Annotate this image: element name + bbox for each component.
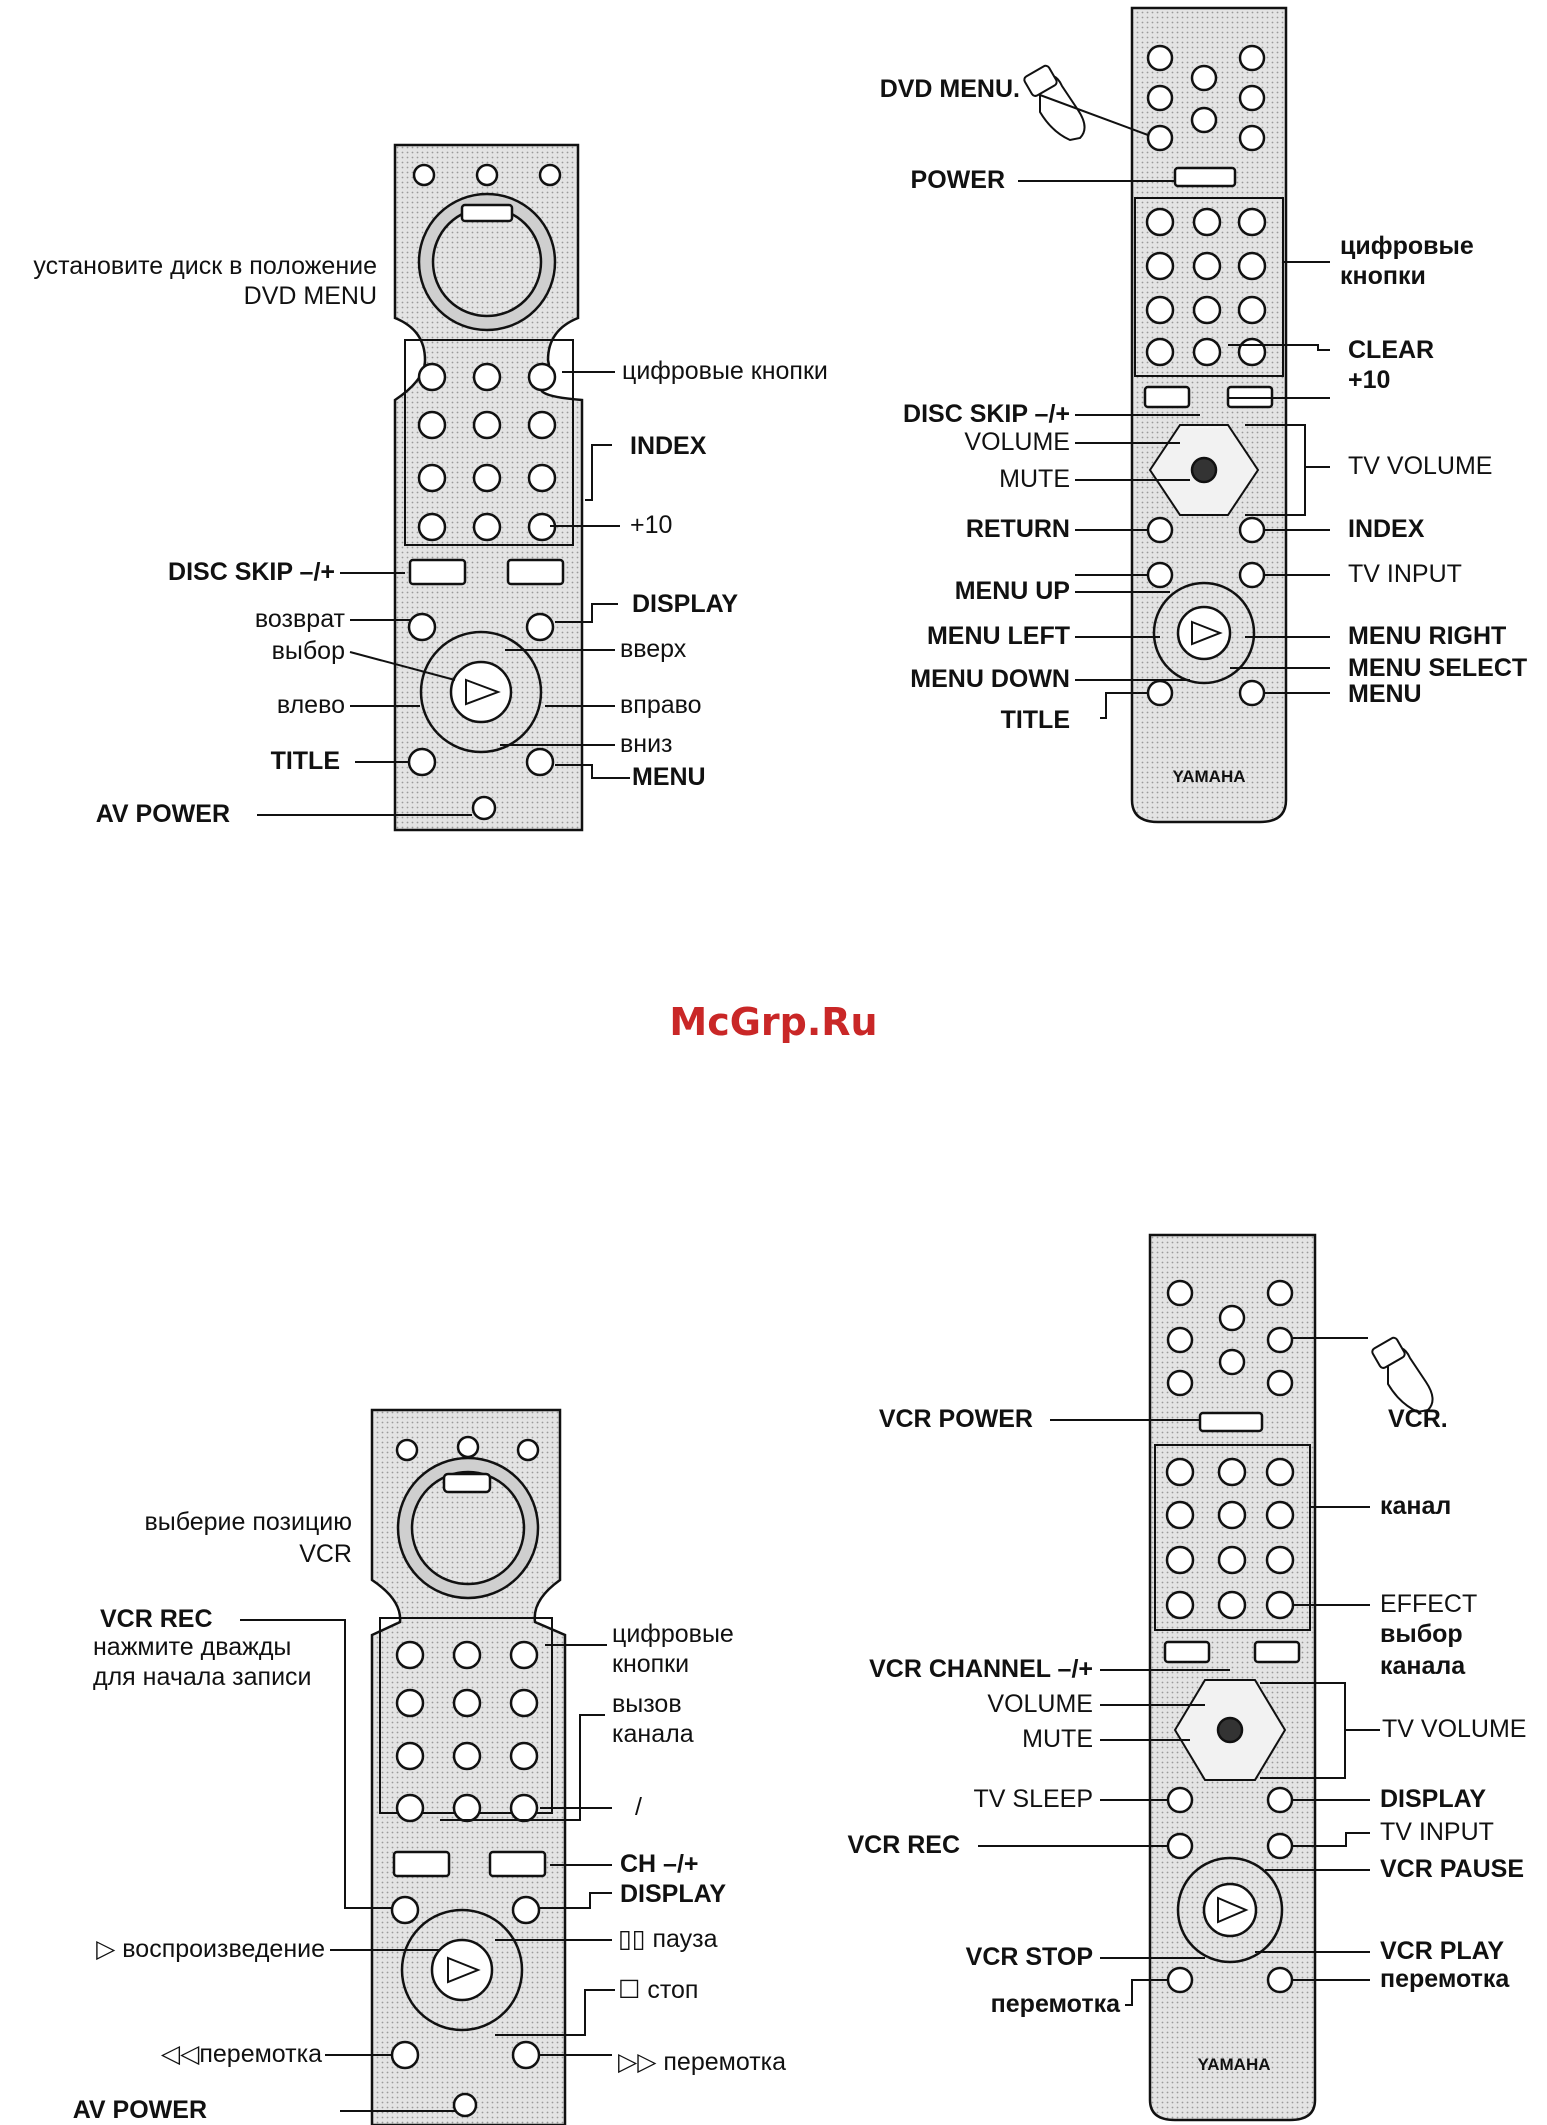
right-label: вправо [620, 691, 702, 719]
stop-label: ☐ стоп [618, 1976, 699, 2004]
menu-down-label: MENU DOWN [910, 665, 1070, 693]
av-power-label: AV POWER [95, 800, 230, 828]
tv-input-label: TV INPUT [1348, 560, 1462, 588]
tv-volume-label: TV VOLUME [1382, 1715, 1527, 1743]
volume-label: VOLUME [964, 428, 1070, 456]
vcr-rec-label: VCR REC [847, 1831, 960, 1859]
power-label: POWER [910, 166, 1005, 194]
clear-label: CLEAR [1348, 336, 1435, 364]
tv-sleep-label: TV SLEEP [973, 1785, 1094, 1813]
display-label: DISPLAY [1380, 1785, 1487, 1813]
channel-call-line2: канала [612, 1720, 694, 1748]
title-label: TITLE [1000, 706, 1070, 734]
return-label: RETURN [965, 515, 1070, 543]
disc-skip-label: DISC SKIP –/+ [903, 400, 1070, 428]
down-label: вниз [620, 730, 673, 758]
brand-logo: YAMAHA [1172, 767, 1245, 786]
effect-label: EFFECT [1380, 1590, 1478, 1618]
remote-1 [393, 143, 584, 832]
numeric-buttons-line2: кнопки [1340, 262, 1426, 290]
menu-label: MENU [1348, 680, 1422, 708]
numeric-buttons-line1: цифровые [1340, 232, 1474, 260]
rewind-label: ◁◁перемотка [160, 2040, 322, 2068]
vcr-rec-label: VCR REC [100, 1605, 213, 1633]
ffwd-label: ▷▷ перемотка [618, 2048, 787, 2076]
menu-select-label: MENU SELECT [1348, 654, 1528, 682]
vcr-label: VCR. [1388, 1405, 1448, 1433]
mute-label: MUTE [999, 465, 1070, 493]
hand-pointer-icon [1023, 64, 1086, 142]
av-power-label: AV POWER [72, 2096, 207, 2124]
dvd-menu-label: DVD MENU. [879, 75, 1020, 103]
return-label: возврат [254, 605, 345, 633]
disc-instruction-line1: установите диск в положение [33, 252, 377, 280]
select-instruction-line1: выберие позицию [144, 1508, 352, 1536]
index-label: INDEX [1348, 515, 1425, 543]
tv-volume-label: TV VOLUME [1348, 452, 1493, 480]
select-label: выбор [271, 637, 345, 665]
vcr-power-label: VCR POWER [878, 1405, 1033, 1433]
vcr-stop-label: VCR STOP [965, 1943, 1093, 1971]
display-label: DISPLAY [620, 1880, 727, 1908]
left-label: влево [276, 691, 345, 719]
leader-lines [240, 94, 1380, 2112]
numeric-buttons-line1: цифровые [612, 1620, 734, 1648]
tv-input-label: TV INPUT [1380, 1818, 1494, 1846]
menu-right-label: MENU RIGHT [1348, 622, 1507, 650]
index-label: INDEX [630, 432, 707, 460]
remote-3 [370, 1408, 567, 2125]
menu-up-label: MENU UP [954, 577, 1070, 605]
watermark: McGrp.Ru [669, 1000, 878, 1044]
up-label: вверх [620, 635, 687, 663]
brand-logo: YAMAHA [1197, 2055, 1270, 2074]
play-label: ▷ воспроизведение [96, 1935, 325, 1963]
remote-4: YAMAHA [1148, 1233, 1317, 2122]
vcr-rec-note-line2: для начала записи [93, 1663, 312, 1691]
disc-instruction-line2: DVD MENU [243, 282, 377, 310]
plus10-label: +10 [630, 511, 673, 539]
ffwd-label: перемотка [1380, 1965, 1510, 1993]
vcr-play-label: VCR PLAY [1380, 1937, 1505, 1965]
display-label: DISPLAY [632, 590, 739, 618]
numeric-buttons-label: цифровые кнопки [622, 357, 828, 385]
slash-label: / [635, 1793, 642, 1821]
mute-label: MUTE [1022, 1725, 1093, 1753]
vcr-rec-note-line1: нажмите дважды [93, 1633, 292, 1661]
numeric-buttons-line2: кнопки [612, 1650, 690, 1678]
remote-2: YAMAHA [1130, 6, 1288, 824]
hand-pointer-icon [1371, 1336, 1434, 1414]
vcr-channel-label: VCR CHANNEL –/+ [869, 1655, 1093, 1683]
select-instruction-line2: VCR [299, 1540, 352, 1568]
menu-left-label: MENU LEFT [926, 622, 1070, 650]
vcr-pause-label: VCR PAUSE [1380, 1855, 1525, 1883]
menu-label: MENU [632, 763, 706, 791]
rewind-label: перемотка [990, 1990, 1120, 2018]
channel-select-line1: выбор [1380, 1620, 1463, 1648]
channel-call-line1: вызов [612, 1690, 682, 1718]
title-label: TITLE [270, 747, 340, 775]
ch-label: CH –/+ [620, 1850, 699, 1878]
pause-label: ▯▯ пауза [618, 1925, 718, 1953]
volume-label: VOLUME [987, 1690, 1093, 1718]
channel-select-line2: канала [1380, 1652, 1466, 1680]
disc-skip-label: DISC SKIP –/+ [168, 558, 335, 586]
channel-label: канал [1380, 1492, 1452, 1520]
plus10-label: +10 [1348, 366, 1391, 394]
